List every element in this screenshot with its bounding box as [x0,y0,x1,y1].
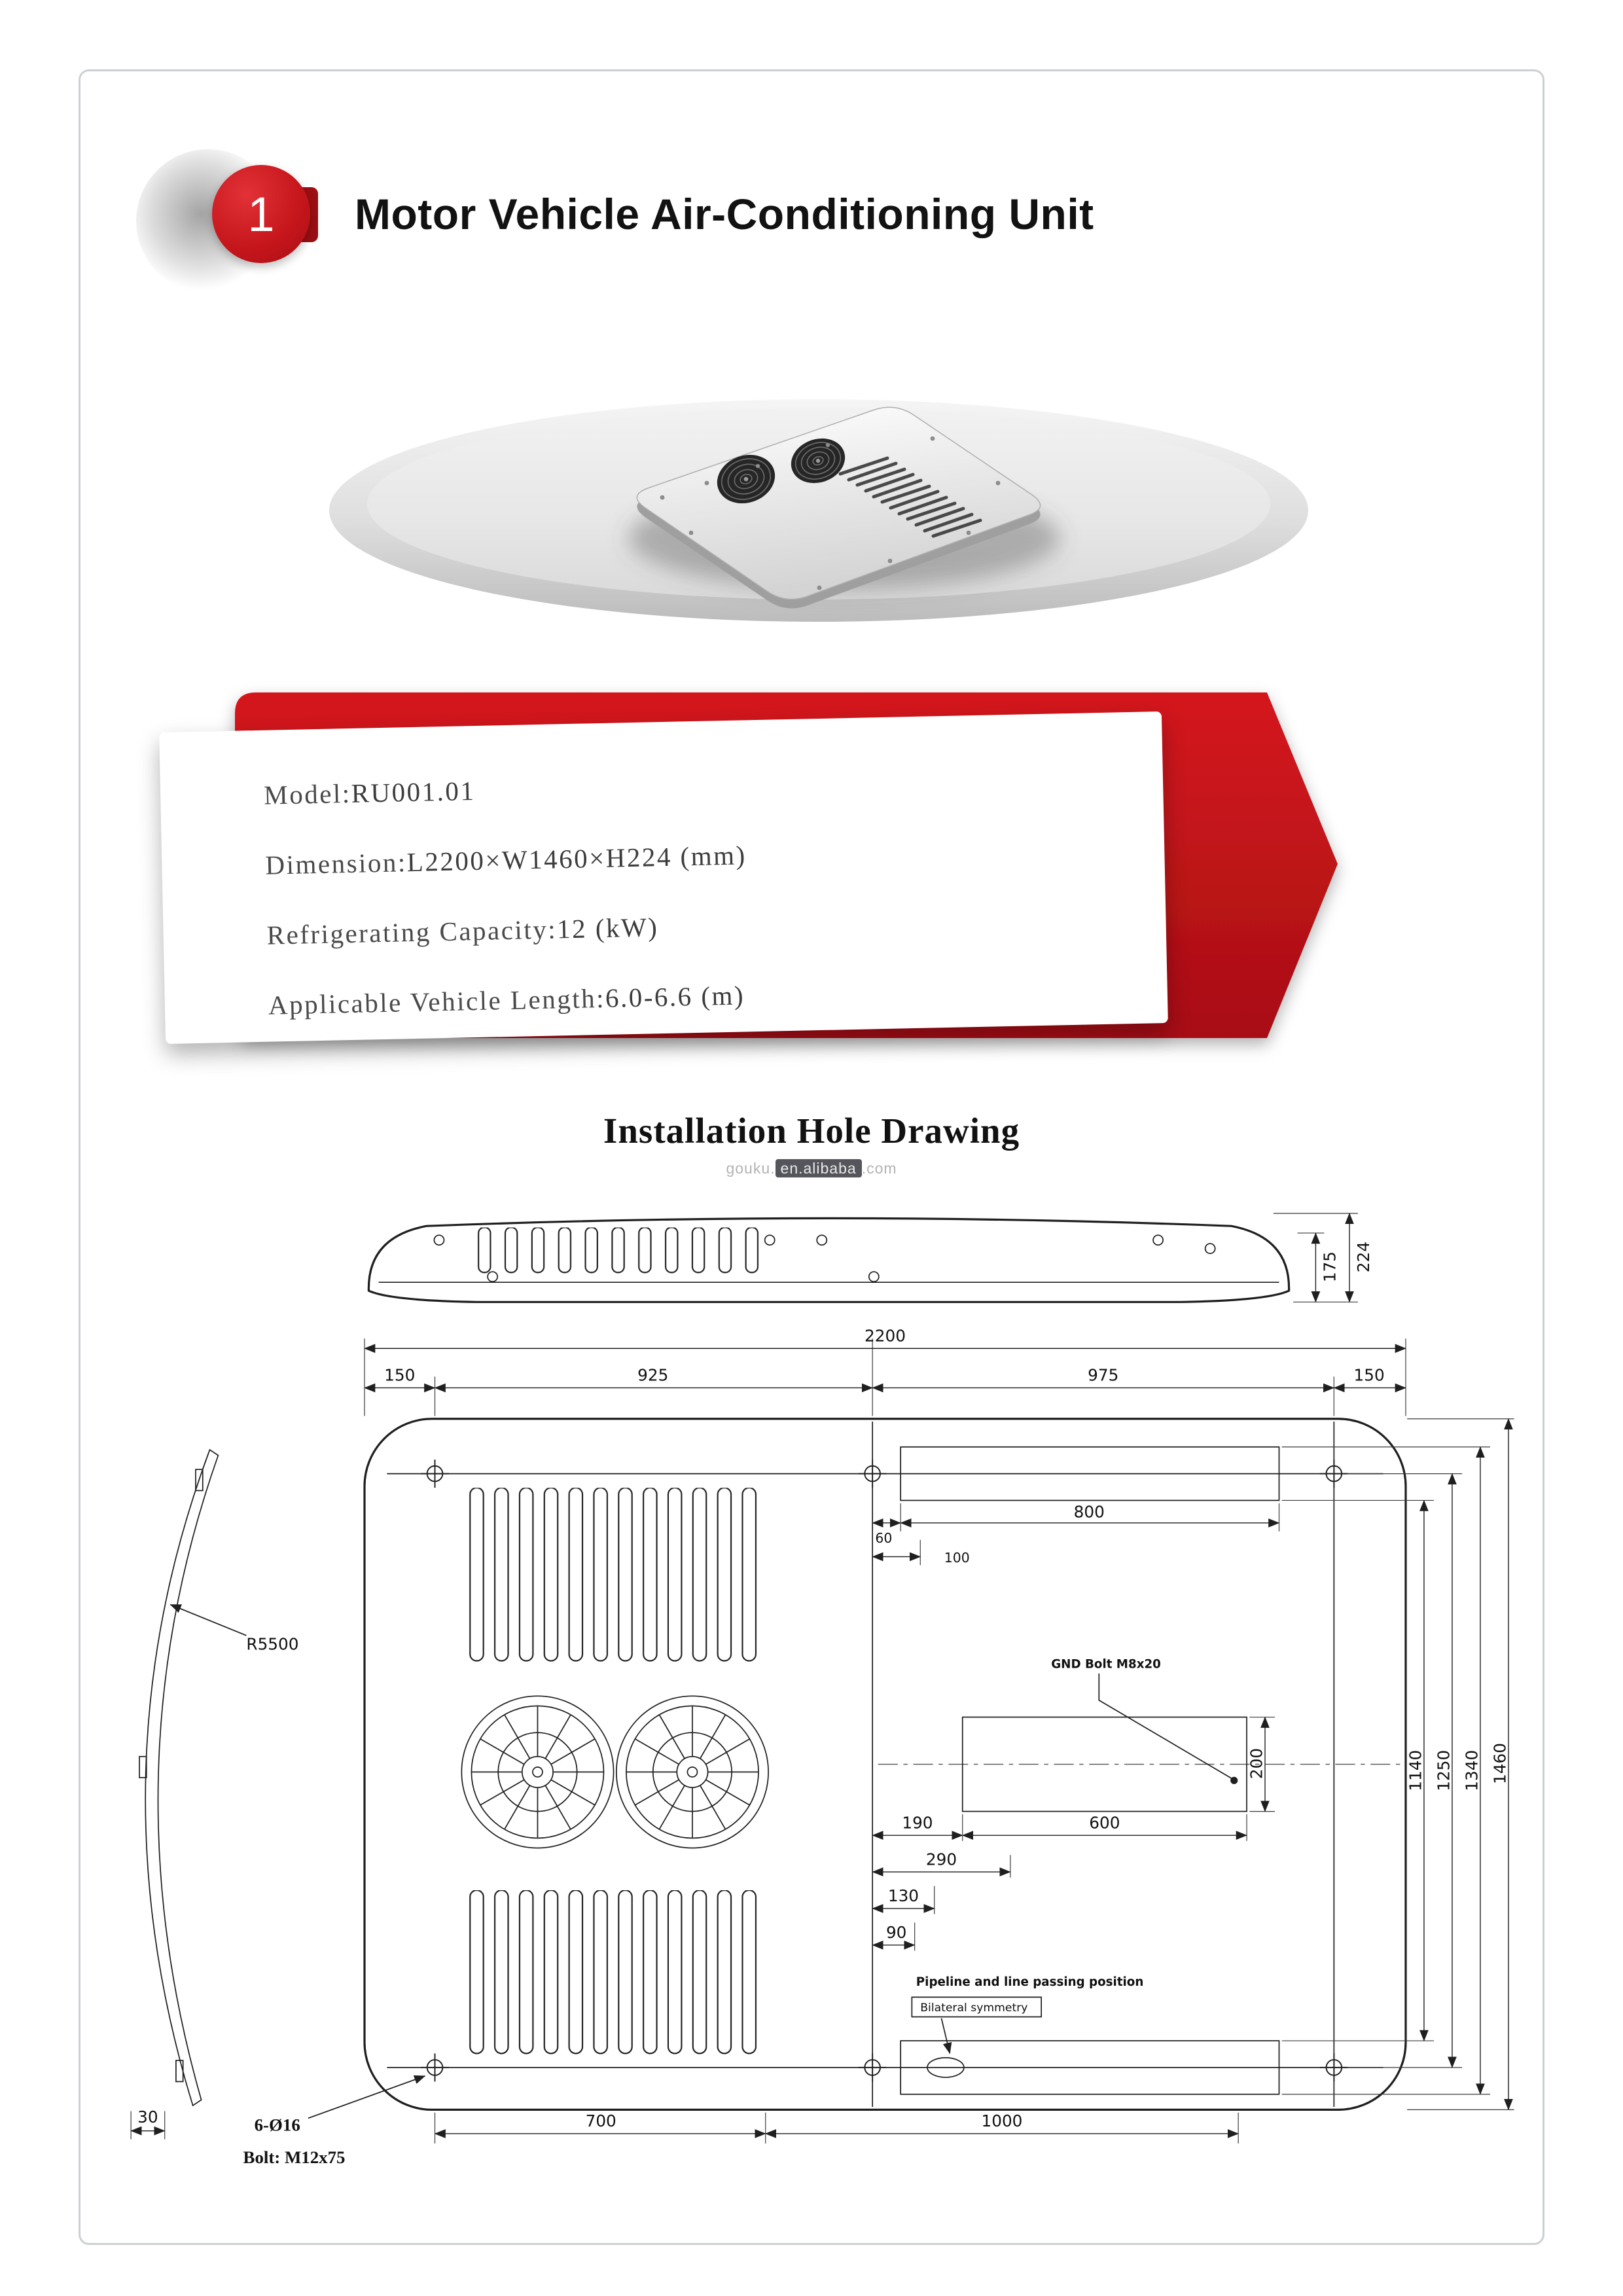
ac-unit-image [636,406,1041,609]
dim-label-90: 90 [886,1923,906,1942]
dim-label-925: 925 [637,1366,668,1385]
right-dimensions: 1140 1250 1340 1460 [1281,1418,1514,2111]
bolt-hole [858,1460,887,1488]
spec-value: 6.0-6.6 (m) [605,980,745,1013]
watermark-suffix: .com [861,1160,897,1177]
bottom-opening-1000 [900,2040,1280,2095]
side-view-screws [433,1234,1216,1282]
plan-view [363,1418,1407,2111]
dim-label-700: 700 [586,2111,616,2130]
bolt-hole [1319,1460,1348,1488]
section-number-badge: 1 [212,165,310,263]
pipeline-note-2: Bilateral symmetry [920,2001,1027,2015]
dim-label-1250: 1250 [1435,1750,1454,1791]
middle-opening-600x200 [961,1716,1247,1812]
spec-label: Model [263,778,343,810]
spec-separator: : [596,982,606,1014]
bolt-hole-callout: 6-Ø16 Bolt: M12x75 [243,2075,426,2167]
dim-label-150-left: 150 [384,1366,415,1385]
dim-label-975: 975 [1088,1366,1118,1385]
dim-label-1140: 1140 [1406,1750,1425,1791]
dim-label-100: 100 [944,1550,970,1566]
dim-label-1000: 1000 [981,2111,1022,2130]
spec-separator: : [397,847,408,878]
bottom-dimensions: 700 1000 [434,2111,1240,2144]
dim-label-290: 290 [926,1850,957,1869]
side-elevation-view: 175 224 [367,1212,1373,1303]
bolt-hole [858,2053,887,2082]
dim-label-2200: 2200 [865,1327,906,1346]
watermark-badge: en.alibaba [775,1159,862,1177]
installation-hole-drawing: 175 224 R5500 30 [130,1212,1514,2167]
dim-label-130: 130 [888,1886,919,1905]
watermark-prefix: gouku. [726,1160,776,1177]
dim-label-30: 30 [137,2108,158,2126]
page-border-frame [79,69,1544,2245]
plan-fan-left [461,1695,615,1849]
spec-value: L2200×W1460×H224 (mm) [406,840,747,878]
spec-label: Applicable Vehicle Length [268,983,597,1020]
bolt-callout-label: Bolt: M12x75 [243,2147,346,2167]
gnd-bolt-label: GND Bolt M8x20 [1051,1657,1161,1671]
vent-grille [838,456,982,538]
plan-vents-bottom [465,1890,764,2055]
watermark: gouku.en.alibaba.com [0,1159,1623,1177]
bolt-hole [1319,2053,1348,2082]
spec-label: Refrigerating Capacity [266,914,548,950]
pipeline-note-1: Pipeline and line passing position [916,1975,1144,1989]
top-dimensions: 2200 150 925 975 150 [364,1327,1406,1416]
roof-profile-view: R5500 30 [130,1448,298,2140]
side-view-vents [474,1227,770,1274]
middle-opening-dimensions: 190 600 290 130 90 200 [872,1716,1275,1951]
dim-label-r5500: R5500 [246,1634,298,1653]
spec-value: 12 (kW) [556,912,659,944]
pipeline-hole [927,2056,965,2078]
drawing-title: Installation Hole Drawing [603,1111,1020,1151]
dim-label-60: 60 [875,1530,892,1546]
bolt-hole [421,1460,449,1488]
dim-label-1460: 1460 [1491,1743,1510,1784]
dim-label-190: 190 [902,1813,933,1832]
pipeline-callout: Pipeline and line passing position Bilat… [911,1975,1144,2054]
hole-callout-label: 6-Ø16 [255,2115,300,2135]
gnd-bolt-callout: GND Bolt M8x20 [1051,1657,1238,1784]
spec-panel: Model:RU001.01 Dimension:L2200×W1460×H22… [159,711,1168,1044]
dim-label-224: 224 [1354,1242,1373,1272]
ac-unit-top-face [636,406,1041,600]
dim-label-600: 600 [1089,1813,1120,1832]
top-opening-dimensions: 60 800 100 [872,1502,1280,1566]
dim-label-150-right: 150 [1354,1366,1385,1385]
plan-vents-top [465,1488,764,1662]
spec-banner: Model:RU001.01 Dimension:L2200×W1460×H22… [159,686,1350,1054]
dim-label-175: 175 [1321,1251,1340,1282]
condenser-fan-left [717,454,776,504]
condenser-fan-right [791,438,846,484]
page-title: Motor Vehicle Air-Conditioning Unit [355,190,1094,238]
dim-label-200: 200 [1247,1748,1266,1779]
screw-dots [660,436,1001,590]
bolt-hole [421,2053,449,2082]
dim-label-1340: 1340 [1463,1750,1482,1791]
plan-fan-right [615,1695,769,1849]
spec-value: RU001.01 [351,776,476,808]
section-number: 1 [247,187,275,242]
dim-label-800: 800 [1074,1502,1105,1521]
product-photo [329,399,1308,622]
top-opening-800 [900,1446,1280,1501]
spec-label: Dimension [264,847,399,880]
